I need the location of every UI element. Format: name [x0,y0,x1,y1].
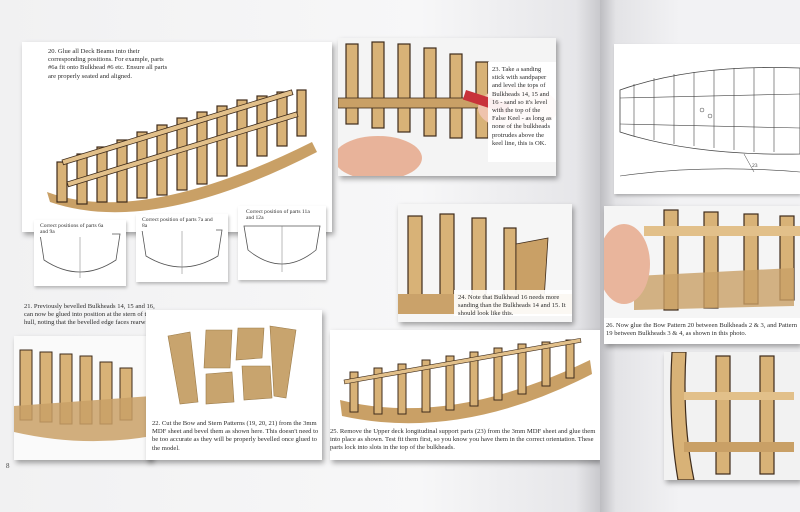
step-24-photo: 24. Note that Bulkhead 16 needs more san… [398,204,572,322]
diagram-7a-8a: Correct position of parts 7a and 8a [136,214,228,282]
step-25-caption: 25. Remove the Upper deck longitudinal s… [330,428,596,452]
diagram-6a-9a-label: Correct positions of parts 6a and 9a [38,222,112,237]
step-22-caption: 22. Cut the Bow and Stern Patterns (19, … [152,420,319,452]
diagram-11a-12a: Correct position of parts 11a and 12a [238,206,326,280]
diagram-11a-12a-label: Correct position of parts 11a and 12a [244,208,312,223]
page-number: 8 [6,462,10,470]
left-page: 20. Glue all Deck Beams into their corre… [0,0,600,512]
plan-label-23: 23 [752,163,758,169]
step-24-caption: 24. Note that Bulkhead 16 needs more san… [458,294,566,318]
step-20-caption: 20. Glue all Deck Beams into their corre… [48,48,168,80]
step-21-caption: 21. Previously bevelled Bulkheads 14, 15… [24,303,159,327]
step-25-photo: 25. Remove the Upper deck longitudinal s… [330,330,600,460]
step-26-photo: 26. Now glue the Bow Pattern 20 between … [604,206,800,344]
step-20-photo: 20. Glue all Deck Beams into their corre… [22,42,332,232]
step-26-caption: 26. Now glue the Bow Pattern 20 between … [606,322,797,338]
step-23-caption: 23. Take a sanding stick with sandpaper … [492,66,552,147]
plan-drawing: 23 [614,44,800,194]
bottom-right-photo [664,352,800,480]
diagram-6a-9a: Correct positions of parts 6a and 9a [34,220,126,286]
step-23-photo: 23. Take a sanding stick with sandpaper … [338,38,556,176]
right-page: 23 26. Now glue the Bow Pattern 20 betwe… [600,0,800,512]
step-22-photo: 22. Cut the Bow and Stern Patterns (19, … [146,310,322,460]
step-21-photo [14,336,152,460]
diagram-7a-8a-label: Correct position of parts 7a and 8a [140,216,216,231]
